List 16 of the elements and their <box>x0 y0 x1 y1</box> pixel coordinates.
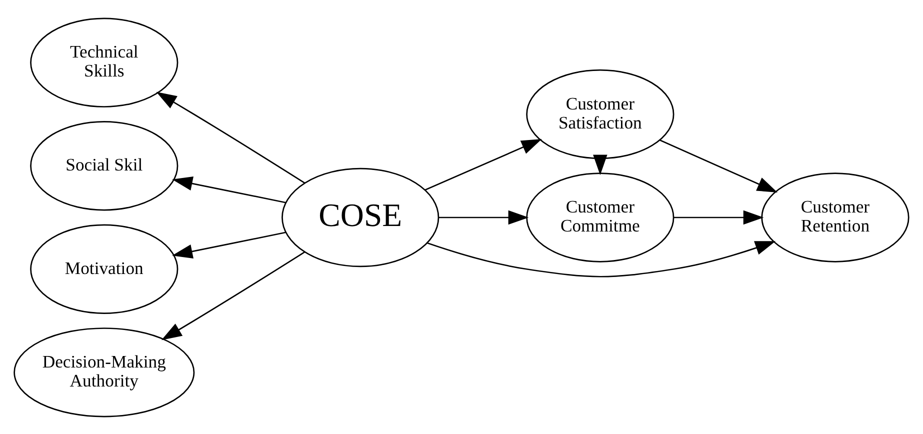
node-ellipse: Customer Commitme <box>526 172 674 262</box>
node-ellipse: Customer Retention <box>761 172 910 262</box>
arrow <box>593 154 608 175</box>
node-ellipse: COSE <box>282 167 440 267</box>
arrow <box>424 138 542 190</box>
arrow <box>674 210 764 224</box>
node-ellipse: Decision-Making Authority <box>14 327 195 417</box>
arrow <box>427 240 776 277</box>
arrow <box>161 251 305 340</box>
arrow <box>172 176 286 203</box>
node-ellipse: Motivation <box>30 224 178 314</box>
node-ellipse: Social Skil <box>30 120 178 210</box>
arrow <box>172 231 286 258</box>
arrow <box>438 210 529 224</box>
arrow <box>156 91 305 183</box>
arrow <box>660 139 778 192</box>
